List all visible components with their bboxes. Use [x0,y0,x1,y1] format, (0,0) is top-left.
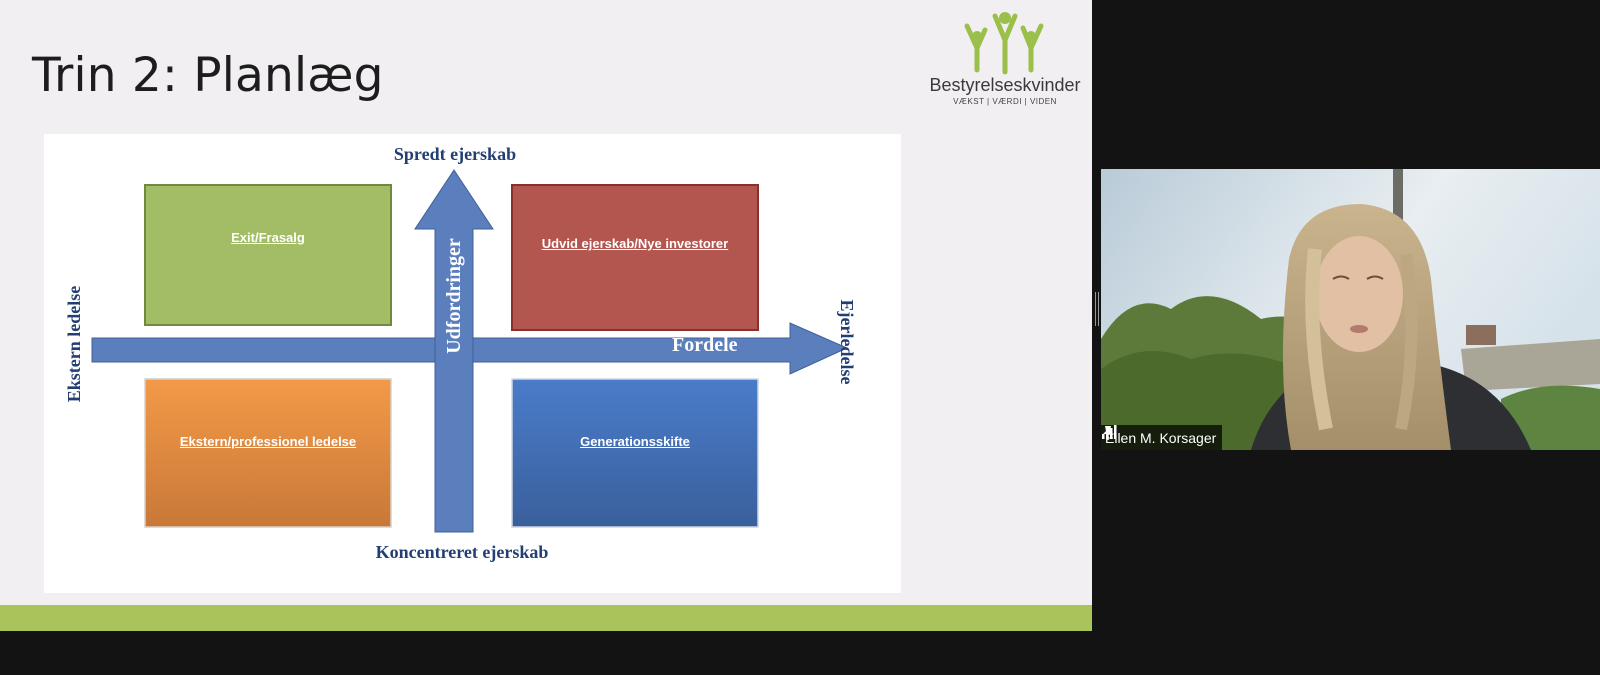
arrow-horizontal-label: Fordele [672,334,738,356]
arrow-vertical [414,169,494,533]
quadrant-top-left [144,184,392,326]
slide-title: Trin 2: Planlæg [32,48,384,103]
quadrant-bottom-right [511,378,759,528]
slide-footer-bar [0,605,1092,631]
axis-right-label: Ejerledelse [837,299,857,385]
participant-name: Ellen M. Korsager [1105,429,1217,446]
axis-top-label: Spredt ejerskab [393,144,517,164]
logo-tagline: VÆKST | VÆRDI | VIDEN [953,97,1057,106]
axis-bottom-label: Koncentreret ejerskab [375,542,549,562]
axis-left-label: Ekstern ledelse [64,285,84,403]
ownership-diagram: Exit/Frasalg Udvid ejerskab/Nye investor… [44,134,901,593]
panel-resize-handle[interactable] [1095,292,1101,326]
quadrant-bottom-left [144,378,392,528]
participant-name-plate: Ellen M. Korsager [1101,425,1223,450]
diagram-shapes [91,169,849,533]
participant-video-tile[interactable]: Ellen M. Korsager [1101,169,1600,450]
logo-figures-icon [964,12,1044,75]
quadrant-top-right [511,184,759,331]
logo: Bestyrelseskvinder VÆKST | VÆRDI | VIDEN [925,8,1085,108]
arrow-vertical-label: Udfordringer [443,238,465,354]
quadrant-bottom-left-label: Ekstern/professionel ledelse [179,434,357,449]
quadrant-bottom-right-label: Generationsskifte [580,434,690,449]
quadrant-top-left-label: Exit/Frasalg [231,230,305,245]
shared-slide: Trin 2: Planlæg Bestyrelseskvinder VÆKST… [0,0,1092,631]
logo-name: Bestyrelseskvinder [929,75,1081,95]
video-feed [1101,169,1600,450]
pin-icon [1103,426,1113,440]
quadrant-top-right-label: Udvid ejerskab/Nye investorer [541,236,729,251]
